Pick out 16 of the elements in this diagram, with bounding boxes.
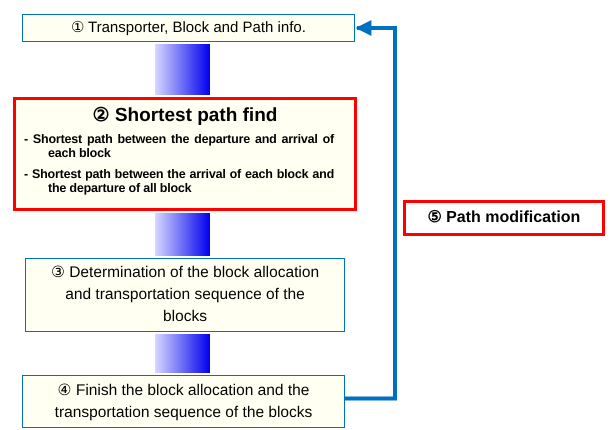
highlighted-box [403, 200, 605, 236]
box-text: ③ Determination of the block allocation and transportation sequence of the blocks [50, 263, 320, 327]
block-arrow [155, 334, 210, 373]
box-heading: ② Shortest path find [92, 104, 278, 128]
box-text: ① Transporter, Block and Path info. [71, 18, 306, 38]
arrow [345, 20, 397, 400]
process-box [25, 258, 345, 332]
box-text: ④ Finish the block allocation and the transportation sequence of the blocks [54, 380, 314, 422]
block-arrow [155, 44, 210, 95]
block-arrow [155, 213, 210, 256]
highlighted-box [13, 97, 357, 211]
bullet-text: - Shortest path between the arrival of each block and the departure of all block [24, 166, 335, 196]
process-box [22, 14, 355, 42]
bullet-text: - Shortest path between the departure and arrival of each block [24, 132, 336, 160]
box-text: ⑤ Path modification [428, 208, 580, 228]
process-box [22, 375, 345, 428]
